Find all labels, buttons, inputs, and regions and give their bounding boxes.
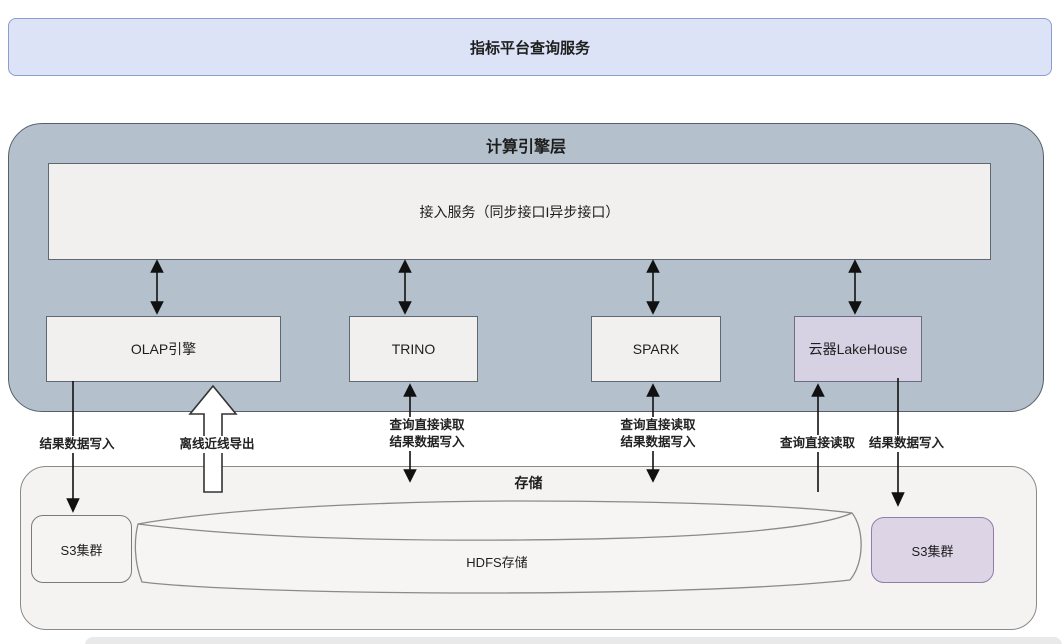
label-trino-write: 结果数据写入 <box>389 435 465 449</box>
engine-box-trino: TRINO <box>349 316 478 382</box>
query-service-title: 指标平台查询服务 <box>469 39 590 57</box>
label-offline-export: 离线近线导出 <box>168 436 266 453</box>
compute-engine-layer: 计算引擎层 接入服务（同步接口I异步接口） OLAP引擎 TRINO SPARK… <box>8 123 1044 412</box>
access-service-label: 接入服务（同步接口I异步接口） <box>419 203 620 220</box>
engine-box-olap: OLAP引擎 <box>46 316 281 382</box>
s3-cluster-right-box: S3集群 <box>871 517 994 583</box>
access-service-box: 接入服务（同步接口I异步接口） <box>48 163 991 260</box>
s3-cluster-left-label: S3集群 <box>60 542 103 558</box>
hdfs-storage-label: HDFS存储 <box>466 555 528 570</box>
engine-label-olap: OLAP引擎 <box>130 341 197 357</box>
engine-box-lakehouse: 云器LakeHouse <box>794 316 922 382</box>
query-service-banner: 指标平台查询服务 <box>8 18 1052 76</box>
label-spark-flow: 查询直接读取 结果数据写入 <box>613 417 703 451</box>
engine-label-spark: SPARK <box>632 341 680 357</box>
storage-layer: 存储 S3集群 S3集群 <box>20 466 1037 630</box>
engine-label-trino: TRINO <box>391 341 436 357</box>
engine-box-spark: SPARK <box>591 316 721 382</box>
label-spark-read: 查询直接读取 <box>620 418 696 432</box>
label-spark-write: 结果数据写入 <box>620 435 696 449</box>
s3-cluster-right-label: S3集群 <box>911 543 954 559</box>
label-lakehouse-write: 结果数据写入 <box>869 436 945 450</box>
storage-layer-title: 存储 <box>514 475 543 491</box>
bottom-cutoff-band <box>85 637 1062 644</box>
label-trino-flow: 查询直接读取 结果数据写入 <box>382 417 472 451</box>
s3-cluster-left-box: S3集群 <box>31 515 132 583</box>
label-lakehouse-flow: 查询直接读取 结果数据写入 <box>778 435 947 452</box>
label-trino-read: 查询直接读取 <box>389 418 465 432</box>
compute-engine-layer-title: 计算引擎层 <box>485 139 566 156</box>
engine-label-lakehouse: 云器LakeHouse <box>808 341 908 357</box>
label-olap-write: 结果数据写入 <box>28 436 126 453</box>
label-lakehouse-read: 查询直接读取 <box>780 436 856 450</box>
